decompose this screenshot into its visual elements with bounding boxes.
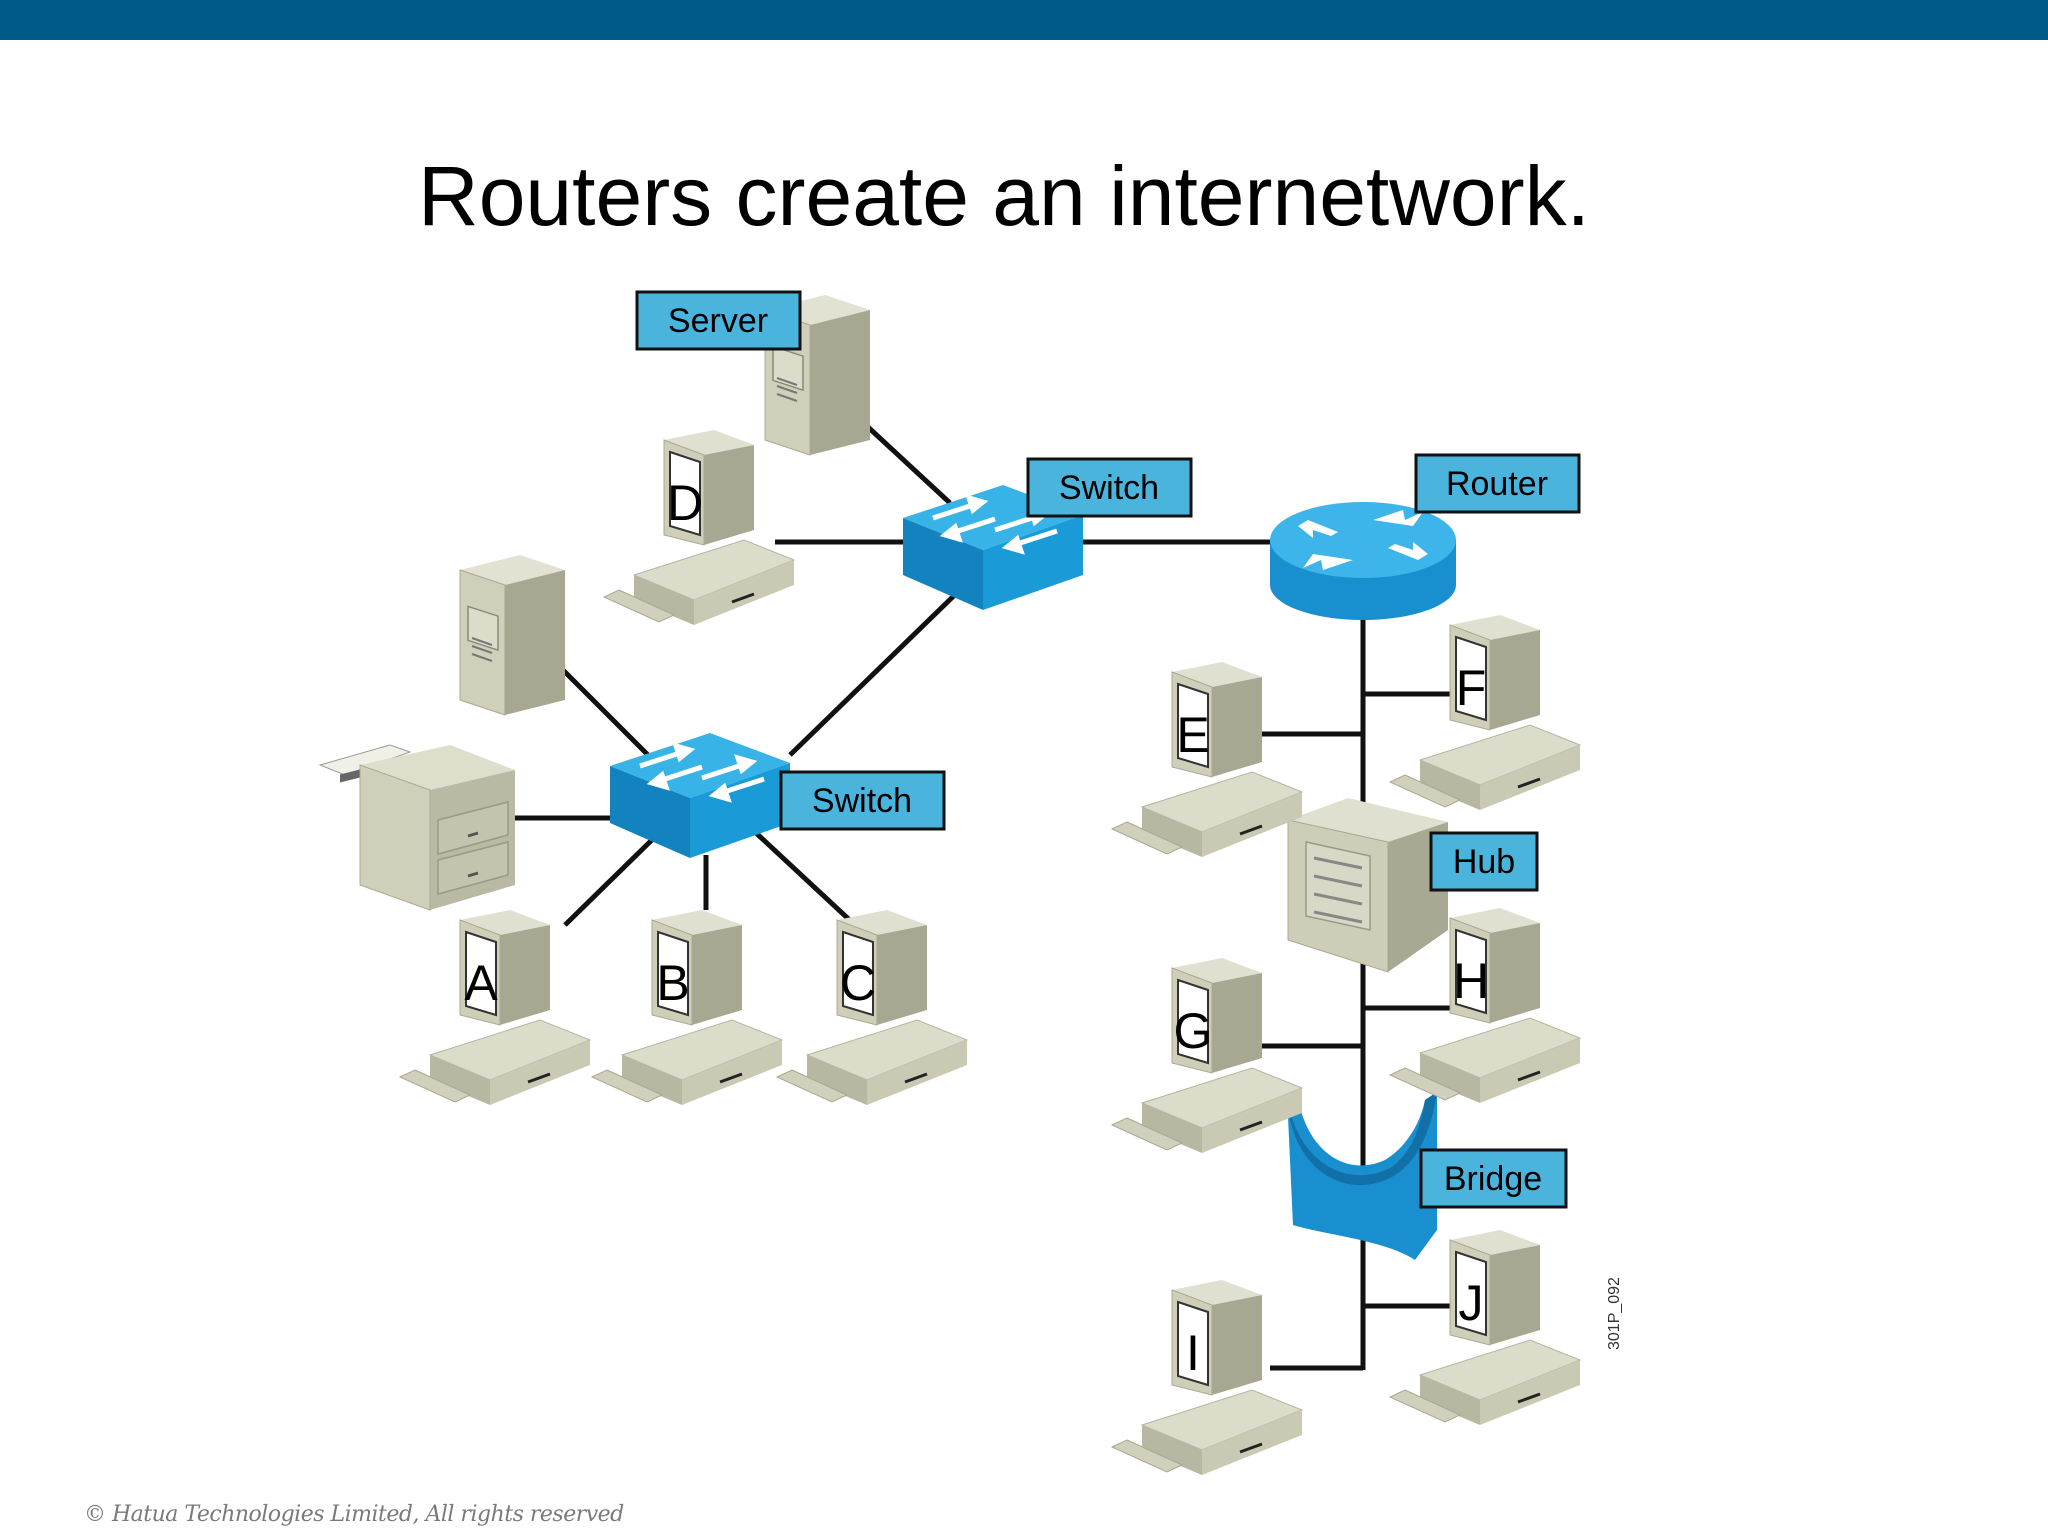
computer-icon: A <box>398 908 592 1107</box>
computer-label-e: E <box>1176 707 1209 763</box>
computer-label-b: B <box>656 955 689 1011</box>
computer-label-c: C <box>840 955 876 1011</box>
top-bar <box>0 0 2048 40</box>
computer-icon: B <box>590 908 784 1107</box>
svg-text:Switch: Switch <box>1059 469 1159 507</box>
printer-icon <box>318 744 515 911</box>
computer-label-a: A <box>464 955 498 1011</box>
server-icon <box>459 554 566 716</box>
figure-code: 301P_092 <box>1606 1277 1623 1350</box>
slide-title: Routers create an internetwork. <box>418 149 1590 243</box>
computer-label-j: J <box>1459 1275 1484 1331</box>
connection-lines <box>510 413 1460 1371</box>
router-icon <box>1270 502 1456 620</box>
computer-icon: J <box>1388 1228 1582 1427</box>
switch-label-bottom: Switch <box>779 770 946 831</box>
svg-text:Server: Server <box>668 302 768 340</box>
switch-label-top: Switch <box>1026 457 1193 518</box>
computer-label-d: D <box>667 475 703 531</box>
computer-label-g: G <box>1174 1003 1213 1059</box>
computer-icon: I <box>1110 1278 1304 1477</box>
svg-text:Router: Router <box>1446 465 1548 503</box>
bridge-label: Bridge <box>1419 1148 1568 1209</box>
computer-label-h: H <box>1453 953 1489 1009</box>
hub-label: Hub <box>1429 831 1539 892</box>
computer-icon: E <box>1110 660 1304 859</box>
computer-icon: D <box>602 428 796 627</box>
router-label: Router <box>1414 453 1581 514</box>
svg-text:Switch: Switch <box>812 782 912 820</box>
switch-icon <box>610 733 790 858</box>
computer-icon: F <box>1388 613 1582 812</box>
server-label: Server <box>635 290 802 351</box>
copyright-notice: © Hatua Technologies Limited, All rights… <box>84 1502 624 1527</box>
computer-icon: C <box>775 908 969 1107</box>
svg-text:Bridge: Bridge <box>1444 1160 1542 1198</box>
computer-icon: G <box>1110 956 1304 1155</box>
computer-icon: H <box>1388 906 1582 1105</box>
computer-label-f: F <box>1456 660 1487 716</box>
bridge-icon <box>1287 1092 1437 1260</box>
svg-text:Hub: Hub <box>1453 843 1515 881</box>
hub-icon <box>1287 798 1448 973</box>
computer-label-i: I <box>1186 1325 1200 1381</box>
